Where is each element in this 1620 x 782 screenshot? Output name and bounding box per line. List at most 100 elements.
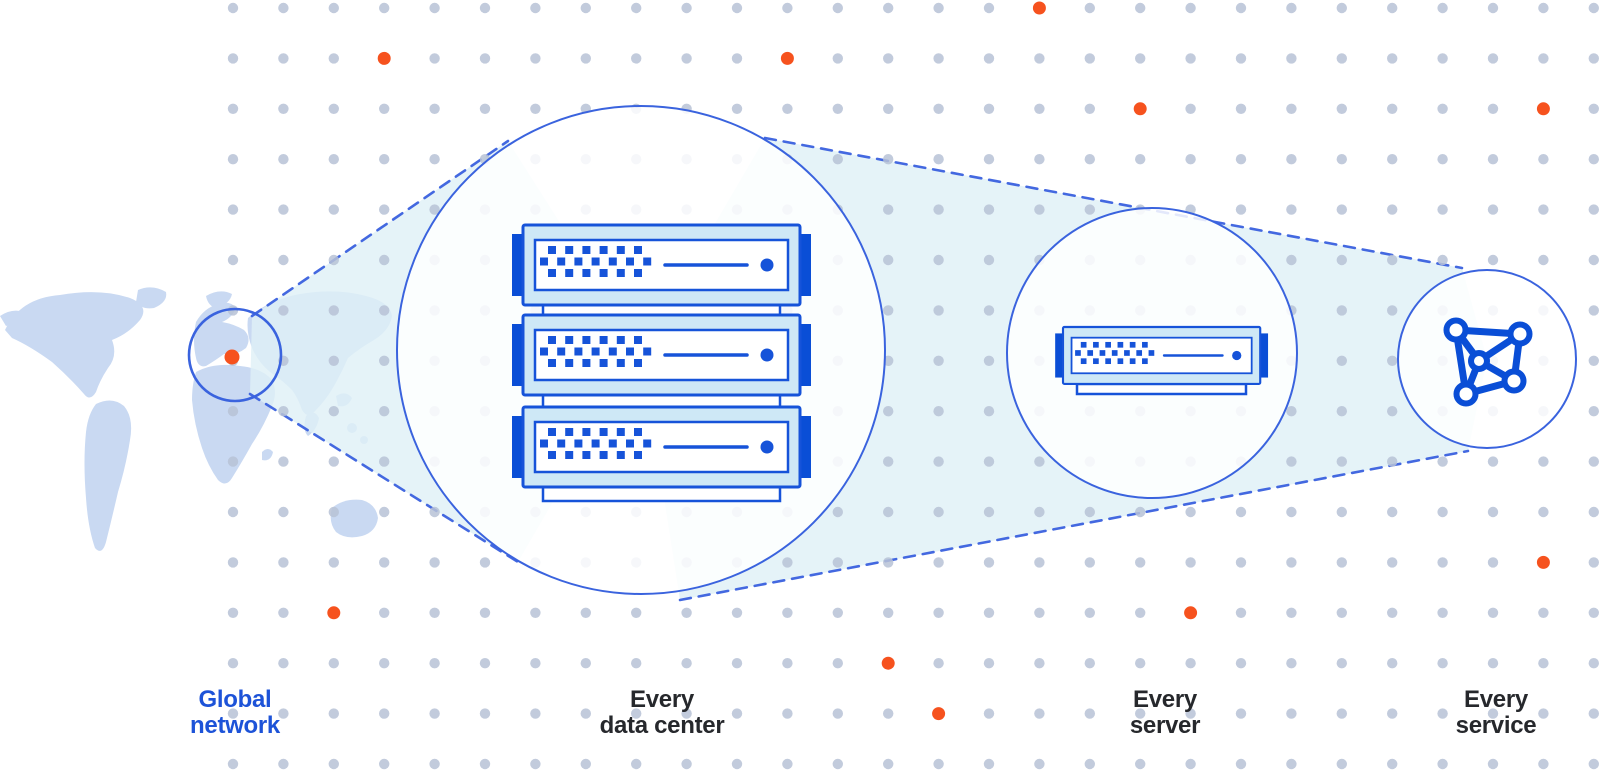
grid-dot (832, 658, 843, 669)
grid-dot (832, 154, 843, 165)
vent-dot (608, 257, 617, 266)
grid-dot (379, 758, 390, 770)
grid-dot (1336, 204, 1348, 215)
label-line: service (1455, 712, 1537, 739)
vent-dot (540, 347, 548, 356)
grid-dot (1387, 607, 1398, 618)
grid-dot (883, 708, 894, 719)
grid-dot (983, 53, 995, 64)
grid-dot (1235, 53, 1247, 64)
grid-dot (1084, 154, 1096, 165)
grid-dot (1487, 456, 1499, 467)
grid-dot (227, 708, 239, 719)
vent-dot (599, 336, 608, 344)
grid-dot (782, 708, 793, 719)
grid-dot (731, 607, 743, 618)
vent-dot (548, 246, 556, 254)
grid-dot (1286, 506, 1297, 518)
vent-dot (565, 359, 574, 367)
label-every-data-center: Every data center (600, 687, 725, 739)
grid-dot (580, 607, 591, 618)
grid-dot (580, 708, 591, 719)
vent-dot (582, 359, 591, 367)
vent-dot (626, 439, 634, 448)
grid-dot (1336, 355, 1348, 366)
server-unit (512, 405, 811, 489)
grid-dot (1336, 305, 1348, 316)
grid-dot (328, 154, 339, 165)
vent-dot (643, 257, 652, 266)
vent-dot (599, 451, 608, 459)
grid-dot (1336, 658, 1348, 669)
grid-dot (429, 506, 440, 518)
grid-dot (883, 204, 894, 215)
grid-dot (379, 456, 390, 467)
vent-dot (616, 359, 625, 367)
grid-dot (1235, 557, 1247, 568)
grid-dot (983, 305, 995, 316)
grid-dot (1084, 2, 1096, 14)
grid-dot (429, 557, 440, 568)
grid-dot (1538, 506, 1549, 518)
server-led (760, 440, 774, 454)
grid-dot (379, 658, 390, 669)
grid-dot (731, 103, 743, 115)
grid-dot (832, 506, 843, 518)
vent-dot (616, 336, 625, 344)
grid-dot (379, 204, 390, 215)
vent-dot (599, 269, 608, 277)
grid-dot (328, 305, 339, 316)
grid-dot (832, 557, 843, 568)
grid-dot (1538, 658, 1549, 669)
vent-dot (1129, 358, 1136, 365)
vent-dot (1087, 350, 1094, 356)
grid-dot (681, 2, 692, 14)
grid-dot (1084, 53, 1096, 64)
vent-dot (608, 439, 617, 448)
grid-dot (1135, 758, 1146, 770)
grid-dot (530, 2, 541, 14)
grid-dot (1387, 305, 1398, 316)
grid-dot (1437, 2, 1448, 14)
grid-dot (1135, 154, 1146, 165)
grid-dot (681, 607, 692, 618)
grid-dot (1185, 506, 1196, 518)
grid-dot (1185, 53, 1196, 64)
grid-dot-orange (1133, 102, 1147, 116)
grid-dot (1286, 607, 1297, 618)
server-led (1232, 350, 1242, 361)
grid-dot (1387, 557, 1398, 568)
vent-dot (634, 246, 642, 254)
grid-dot (1286, 708, 1297, 719)
grid-dot (983, 154, 995, 165)
grid-dot (1336, 103, 1348, 115)
grid-dot-orange (1536, 555, 1550, 569)
grid-dot (429, 758, 440, 770)
rack-base (541, 485, 782, 503)
grid-dot (1437, 103, 1448, 115)
grid-dot (933, 2, 944, 14)
grid-dot (1487, 254, 1499, 266)
grid-dot (983, 204, 995, 215)
vent-dot (1075, 350, 1081, 356)
grid-dot (983, 456, 995, 467)
grid-dot (278, 557, 289, 568)
grid-dot (933, 406, 944, 417)
grid-dot (1487, 53, 1499, 64)
grid-dot (782, 557, 793, 568)
grid-dot (933, 557, 944, 568)
map-focus-circle (187, 307, 283, 403)
grid-dot-orange (1184, 606, 1198, 620)
dashed-line-bottom-right (678, 449, 1470, 602)
vent-dot (1142, 358, 1148, 365)
vent-dot (626, 347, 634, 356)
grid-dot (1538, 53, 1549, 64)
grid-dot (227, 658, 239, 669)
grid-dot (681, 658, 692, 669)
dashed-line-bottom-left (248, 392, 520, 564)
grid-dot (479, 758, 491, 770)
grid-dot (1235, 708, 1247, 719)
vent-dot (616, 246, 625, 254)
grid-dot (1387, 254, 1398, 266)
